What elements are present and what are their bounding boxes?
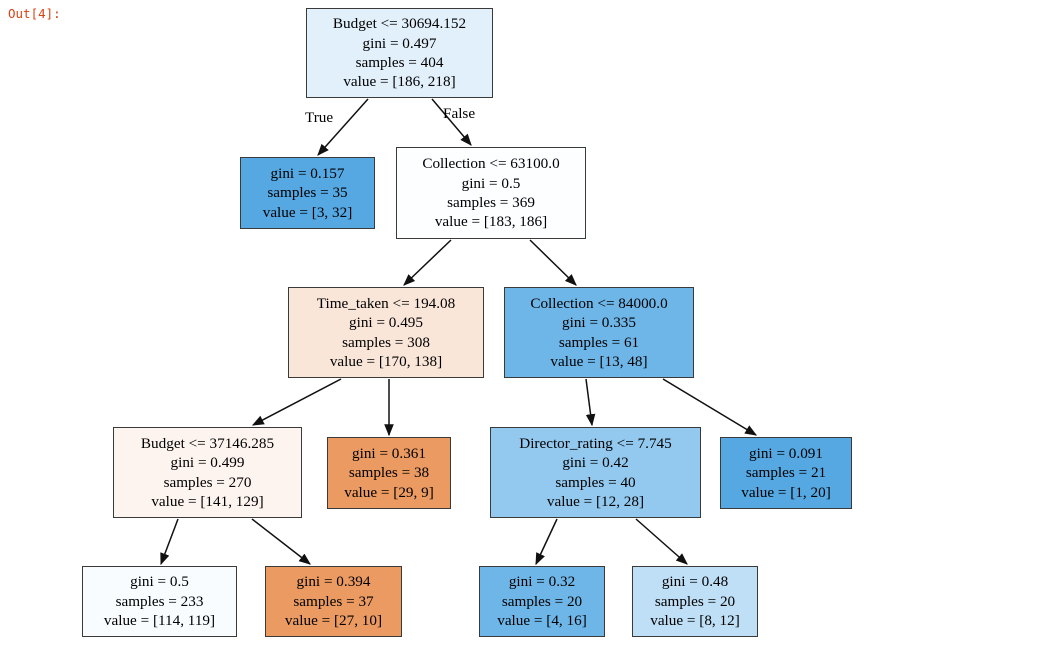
tree-node-line: value = [4, 16] [497,612,587,630]
tree-node-line: samples = 20 [501,592,583,610]
tree-node-line: samples = 40 [555,473,636,491]
tree-node-line: gini = 0.32 [508,573,576,591]
tree-edge [403,239,452,286]
edge-label-false: False [443,105,476,122]
tree-node-line: gini = 0.157 [270,164,345,182]
tree-node-line: value = [186, 218] [343,73,456,91]
notebook-output-label: Out[4]: [8,6,61,21]
tree-node-line: gini = 0.495 [349,314,423,332]
tree-edge [251,378,342,426]
tree-node-line: samples = 61 [558,333,640,351]
tree-edge [251,518,311,565]
tree-node-line: samples = 369 [447,194,535,211]
tree-node-line: gini = 0.499 [170,454,245,472]
tree-node-line: Budget <= 37146.285 [140,434,275,452]
tree-edge [585,378,596,427]
tree-node-line: gini = 0.42 [562,454,629,472]
tree-node-line: Budget <= 30694.152 [332,15,467,33]
tree-node-line: samples = 404 [355,54,444,71]
tree-node-line: Collection <= 63100.0 [422,155,560,173]
tree-node-line: gini = 0.48 [661,573,729,591]
tree-edge [431,98,472,146]
tree-node-line: gini = 0.5 [461,174,521,192]
tree-node-line: value = [29, 9] [344,483,434,501]
tree-node-line: samples = 308 [342,333,430,351]
tree-node-line: value = [183, 186] [434,213,548,231]
tree-node-line: value = [114, 119] [103,612,216,630]
tree-node-line: value = [8, 12] [650,612,740,630]
tree-node-line: Collection <= 84000.0 [530,294,668,312]
tree-node-line: gini = 0.394 [296,573,371,591]
tree-node-line: samples = 37 [293,592,374,610]
tree-node-line: gini = 0.091 [749,444,823,462]
tree-node-line: value = [12, 28] [546,492,645,510]
tree-edge [662,378,758,436]
tree-node-line: gini = 0.5 [130,573,189,591]
tree-edge [529,239,577,286]
tree-node-line: value = [13, 48] [550,352,648,370]
tree-edge [635,518,688,565]
tree-node-line: Time_taken <= 194.08 [316,294,456,312]
tree-node-line: value = [141, 129] [151,492,264,510]
tree-node-line: samples = 35 [267,184,348,202]
tree-node-line: samples = 21 [745,464,827,482]
tree-node-line: gini = 0.497 [362,34,437,52]
tree-node-line: samples = 20 [654,592,736,610]
tree-node-line: gini = 0.335 [562,314,636,332]
tree-node-line: value = [27, 10] [284,612,383,630]
tree-node-line: value = [3, 32] [262,203,353,221]
tree-edge [317,98,369,156]
tree-node-line: Director_rating <= 7.745 [519,434,672,452]
tree-node-line: samples = 38 [348,464,430,482]
tree-node-line: samples = 233 [115,592,204,610]
tree-node-line: value = [170, 138] [329,352,443,370]
tree-edge [535,518,558,566]
tree-node-line: gini = 0.361 [352,444,426,462]
edge-label-true: True [305,109,334,126]
tree-node-line: samples = 270 [163,473,252,491]
tree-edge [160,518,179,566]
tree-node-line: value = [1, 20] [741,483,831,501]
